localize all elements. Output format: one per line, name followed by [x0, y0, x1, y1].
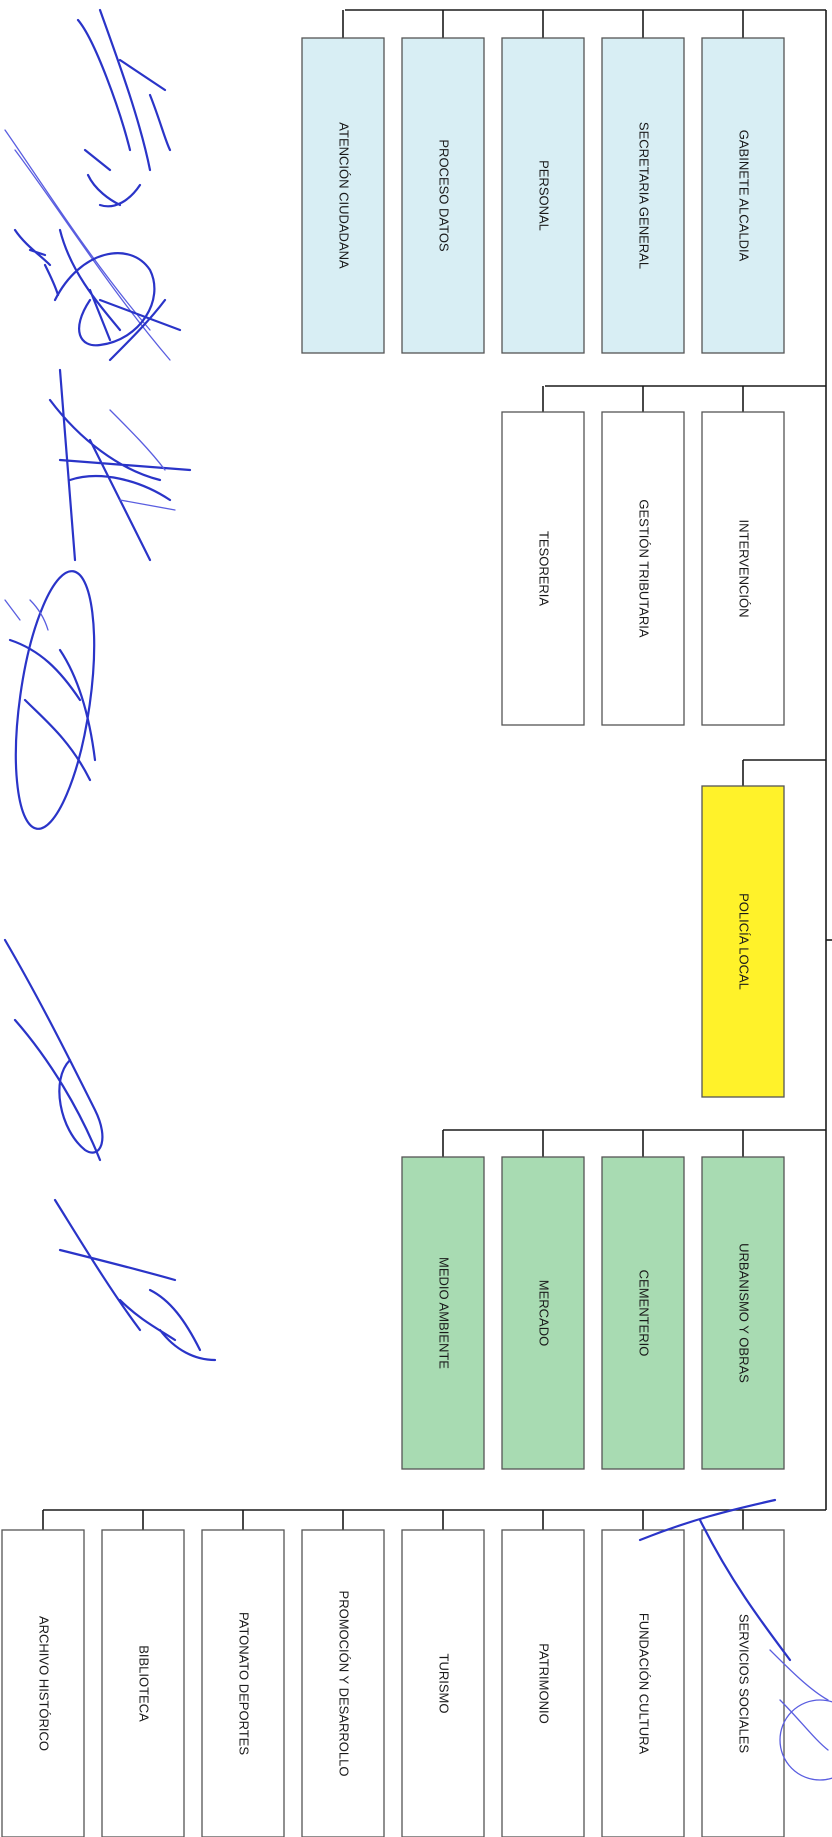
department-label: SECRETARIA GENERAL [637, 122, 652, 269]
department-box: CEMENTERIO [601, 1156, 685, 1470]
department-label: PATRIMONIO [537, 1643, 552, 1723]
department-box: GABINETE ALCALDIA [701, 37, 785, 354]
department-box: PATONATO DEPORTES [201, 1529, 285, 1837]
department-label: BIBLIOTECA [137, 1645, 152, 1722]
department-box: BIBLIOTECA [101, 1529, 185, 1837]
department-box-shape [601, 1156, 685, 1470]
department-box-shape [501, 1156, 585, 1470]
department-box: PROCESO DATOS [401, 37, 485, 354]
department-label: GABINETE ALCALDIA [737, 130, 752, 262]
connector-lines [42, 9, 832, 1530]
department-box-shape [501, 37, 585, 354]
department-label: PERSONAL [537, 160, 552, 231]
department-box: MERCADO [501, 1156, 585, 1470]
department-box-shape [601, 37, 685, 354]
department-box: INTERVENCIÓN [701, 411, 785, 726]
department-box: FUNDACIÓN CULTURA [601, 1529, 685, 1837]
department-box-shape [701, 1529, 785, 1837]
department-label: PROMOCIÓN Y DESARROLLO [337, 1591, 352, 1777]
department-label: PATONATO DEPORTES [237, 1612, 252, 1755]
department-box-shape [401, 1529, 485, 1837]
department-box: PERSONAL [501, 37, 585, 354]
department-label: SERVICIOS SOCIALES [737, 1614, 752, 1754]
department-label: CEMENTERIO [637, 1270, 652, 1357]
department-boxes: GABINETE ALCALDIA SECRETARIA GENERAL PERSO… [1, 37, 785, 1837]
department-box: POLICÍA LOCAL [701, 785, 785, 1098]
department-box-shape [101, 1529, 185, 1837]
department-box-shape [401, 37, 485, 354]
department-box: SECRETARIA GENERAL [601, 37, 685, 354]
department-box-shape [601, 1529, 685, 1837]
department-box: MEDIO AMBIENTE [401, 1156, 485, 1470]
department-box: PROMOCIÓN Y DESARROLLO [301, 1529, 385, 1837]
department-box-shape [301, 37, 385, 354]
department-box-shape [701, 37, 785, 354]
department-label: ARCHIVO HISTÓRICO [37, 1616, 52, 1751]
department-label: URBANISMO Y OBRAS [737, 1243, 752, 1383]
department-box: PATRIMONIO [501, 1529, 585, 1837]
department-box: GESTIÓN TRIBUTARIA [601, 411, 685, 726]
department-box: TURISMO [401, 1529, 485, 1837]
department-box-shape [301, 1529, 385, 1837]
department-label: FUNDACIÓN CULTURA [637, 1613, 652, 1755]
department-box-shape [701, 1156, 785, 1470]
department-box: ATENCIÓN CIUDADANA [301, 37, 385, 354]
department-box: ARCHIVO HISTÓRICO [1, 1529, 85, 1837]
department-label: INTERVENCIÓN [737, 520, 752, 618]
department-box-shape [601, 411, 685, 726]
department-label: PROCESO DATOS [437, 139, 452, 252]
department-box: TESORERIA [501, 411, 585, 726]
department-label: ATENCIÓN CIUDADANA [337, 122, 352, 269]
department-label: POLICÍA LOCAL [737, 893, 752, 990]
department-label: MERCADO [537, 1280, 552, 1346]
department-box-shape [1, 1529, 85, 1837]
department-box-shape [401, 1156, 485, 1470]
department-box: URBANISMO Y OBRAS [701, 1156, 785, 1470]
department-box-shape [501, 1529, 585, 1837]
department-box-shape [701, 785, 785, 1098]
department-box-shape [501, 411, 585, 726]
department-box: SERVICIOS SOCIALES [701, 1529, 785, 1837]
department-label: TESORERIA [537, 531, 552, 606]
department-label: MEDIO AMBIENTE [437, 1257, 452, 1369]
department-box-shape [701, 411, 785, 726]
department-label: TURISMO [437, 1654, 452, 1714]
department-box-shape [201, 1529, 285, 1837]
department-label: GESTIÓN TRIBUTARIA [637, 499, 652, 638]
handwritten-signatures [3, 8, 832, 1781]
